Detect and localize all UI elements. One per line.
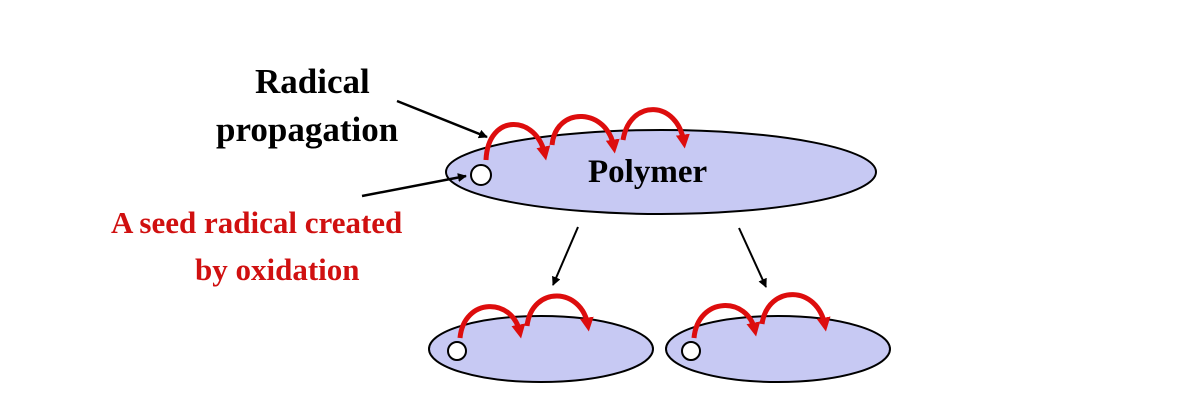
radical-hop-arrow [483, 122, 551, 161]
radical-hop-arrow [759, 292, 831, 332]
seed-radical-label-line-1: A seed radical created [111, 205, 403, 240]
radical-hop-arrow [691, 303, 761, 339]
radical-hop-arrow [524, 293, 594, 332]
seed-radical-circle [470, 164, 492, 186]
fragment-ellipse-left [428, 315, 654, 383]
seed-radical-pointer-arrow [361, 173, 467, 198]
seed-radical-label-line-2: by oxidation [195, 252, 360, 287]
fragment-ellipse-right [665, 315, 891, 383]
radical-hop-arrow [549, 114, 620, 154]
polymer-label: Polymer [588, 154, 708, 190]
fragment-seed-radical-circle [681, 341, 701, 361]
radical-hop-arrow [620, 107, 690, 149]
radical-propagation-label-line-2: propagation [216, 110, 399, 149]
fragmentation-arrow-left [552, 226, 579, 286]
fragmentation-arrow-right [738, 227, 767, 288]
radical-propagation-pointer-arrow [396, 99, 488, 139]
fragment-seed-radical-circle [447, 341, 467, 361]
radical-propagation-label-line-1: Radical [255, 62, 370, 101]
polymer-ellipse [445, 129, 877, 215]
radical-hop-arrow [457, 304, 526, 339]
